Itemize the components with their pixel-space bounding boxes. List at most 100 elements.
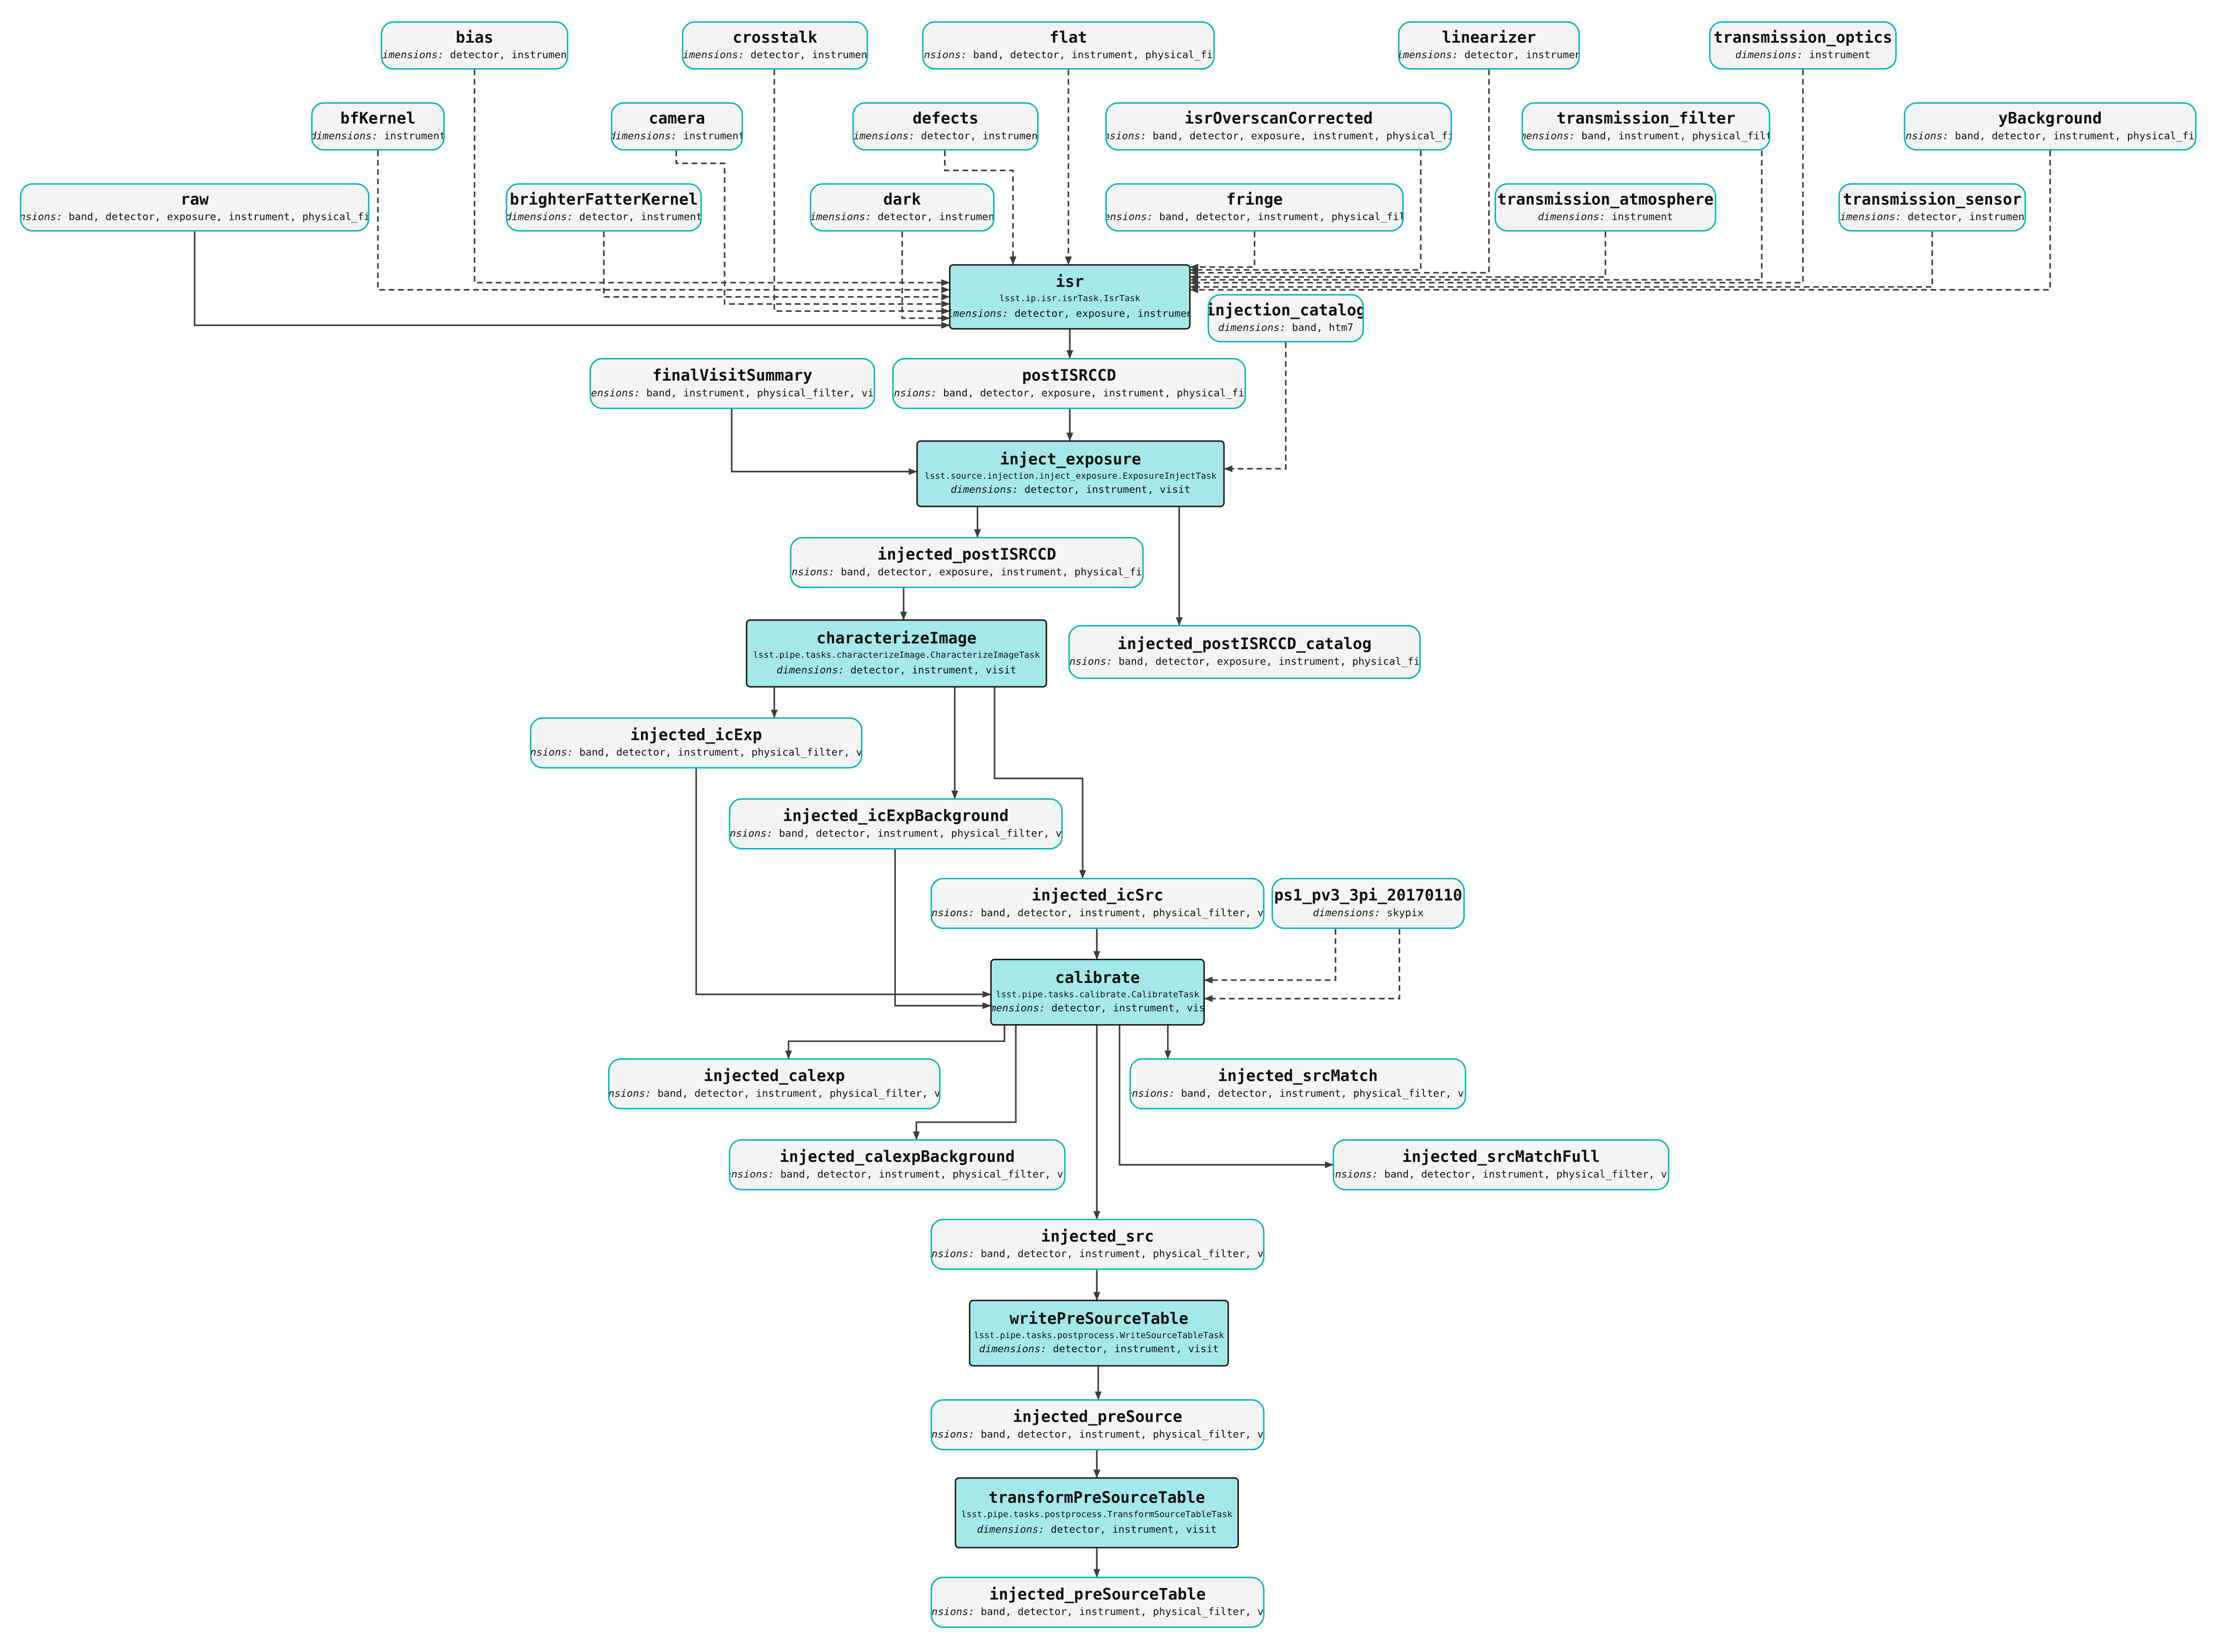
node-transformPreSourceTable: transformPreSourceTable lsst.pipe.tasks.p… <box>954 1477 1239 1548</box>
node-dimensions: dimensions: band, detector, instrument, … <box>931 906 1265 919</box>
edge-characterizeImage-to-injected_icSrc <box>994 687 1086 879</box>
node-dimensions: dimensions: band, detector, exposure, in… <box>791 565 1144 578</box>
node-dimensions: dimensions: detector, exposure, instrume… <box>950 306 1191 319</box>
node-dimensions: dimensions: band, detector, instrument, … <box>1131 1086 1466 1099</box>
edge-ps1_pv3_3pi_20170110-to-calibrate <box>1204 929 1337 984</box>
node-title: injected_postISRCCD <box>877 545 1056 564</box>
edge-camera-to-isr <box>675 150 950 308</box>
node-dimensions: dimensions: instrument <box>311 129 445 142</box>
edge-finalVisitSummary-to-inject_exposure <box>731 409 918 475</box>
node-dimensions: dimensions: detector, instrument <box>1838 210 2026 223</box>
node-task-class: lsst.pipe.tasks.postprocess.WriteSourceT… <box>974 1330 1224 1340</box>
edge-transmission_optics-to-isr <box>1189 69 1804 286</box>
node-injected_src: injected_srcdimensions: band, detector, … <box>930 1219 1265 1270</box>
node-isrOverscanCorrected: isrOverscanCorrecteddimensions: band, de… <box>1105 102 1452 151</box>
edge-injected_icExpBackground-to-calibrate <box>894 849 991 1009</box>
node-title: raw <box>180 190 209 208</box>
node-title: camera <box>649 109 706 128</box>
node-dimensions: dimensions: band, detector, instrument, … <box>1107 210 1404 223</box>
node-title: inject_exposure <box>1000 449 1141 468</box>
node-dimensions: dimensions: detector, instrument, visit <box>979 1342 1219 1355</box>
node-title: injected_srcMatchFull <box>1402 1147 1600 1166</box>
node-title: injected_calexp <box>704 1066 845 1085</box>
node-injected_icSrc: injected_icSrcdimensions: band, detector… <box>930 878 1265 929</box>
node-title: injected_preSource <box>1013 1407 1183 1426</box>
node-dimensions: dimensions: band, detector, instrument, … <box>730 826 1063 839</box>
edge-bfKernel-to-isr <box>377 150 950 293</box>
node-title: brighterFatterKernel <box>509 190 698 208</box>
node-raw: raw dimensions: band, detector, exposure,… <box>20 183 370 232</box>
node-title: defects <box>912 109 979 128</box>
node-injected_calexpBackground: injected_calexpBackgrounddimensions: ban… <box>729 1139 1066 1191</box>
node-title: injected_preSourceTable <box>989 1585 1206 1603</box>
node-dimensions: dimensions: detector, instrument <box>810 210 995 223</box>
node-title: linearizer <box>1442 28 1536 47</box>
node-dimensions: dimensions: band, detector, instrument, … <box>530 745 863 759</box>
edge-calibrate-to-injected_calexpBackground <box>913 1025 1017 1140</box>
edge-bias-to-isr <box>473 69 950 286</box>
edge-crosstalk-to-isr <box>773 69 950 315</box>
edge-raw-to-isr <box>194 231 950 329</box>
node-writePreSourceTable: writePreSourceTable lsst.pipe.tasks.postp… <box>969 1300 1229 1367</box>
node-dimensions: dimensions: detector, instrument <box>1399 48 1580 61</box>
node-inject_exposure: inject_exposure lsst.source.injection.inj… <box>916 440 1225 507</box>
node-injected_icExp: injected_icExpdimensions: band, detector… <box>530 717 863 769</box>
node-dimensions: dimensions: detector, instrument, visit <box>950 483 1191 496</box>
node-title: injected_calexpBackground <box>779 1147 1015 1166</box>
edge-transmission_filter-to-isr <box>1189 150 1763 283</box>
node-postISRCCD: postISRCCDdimensions: band, detector, ex… <box>892 358 1246 409</box>
node-title: injected_icExp <box>630 725 762 744</box>
node-injected_preSourceTable: injected_preSourceTable dimensions: band,… <box>930 1577 1265 1628</box>
node-title: injected_postISRCCD_catalog <box>1117 635 1372 653</box>
node-title: yBackground <box>1998 109 2102 128</box>
node-title: writePreSourceTable <box>1009 1309 1188 1328</box>
node-flat: flatdimensions: band, detector, instrume… <box>922 21 1215 70</box>
node-task-class: lsst.source.injection.inject_exposure.Ex… <box>925 471 1217 481</box>
node-dimensions: dimensions: detector, instrument, visit <box>977 1522 1217 1535</box>
node-title: isrOverscanCorrected <box>1184 109 1373 128</box>
node-title: isr <box>1055 273 1084 292</box>
node-title: injected_srcMatch <box>1218 1066 1378 1085</box>
node-task-class: lsst.pipe.tasks.postprocess.TransformSou… <box>961 1510 1233 1520</box>
node-dimensions: dimensions: band, detector, instrument, … <box>931 1605 1265 1618</box>
node-title: dark <box>883 190 921 208</box>
node-dimensions: dimensions: band, detector, exposure, in… <box>1069 654 1421 668</box>
node-dimensions: dimensions: band, detector, instrument, … <box>931 1427 1265 1440</box>
node-dimensions: dimensions: instrument <box>1537 210 1673 223</box>
node-dimensions: dimensions: band, htm7 <box>1218 320 1354 334</box>
node-dimensions: dimensions: band, detector, instrument, … <box>924 48 1215 61</box>
edge-fringe-to-isr <box>1189 231 1256 271</box>
node-injected_postISRCCD: injected_postISRCCDdimensions: band, det… <box>790 537 1144 588</box>
node-title: transformPreSourceTable <box>989 1488 1205 1508</box>
node-dimensions: dimensions: instrument <box>1735 48 1871 61</box>
edge-ps1_pv3_3pi_20170110-to-calibrate <box>1204 929 1401 1002</box>
node-title: injected_src <box>1041 1227 1154 1245</box>
node-title: postISRCCD <box>1022 366 1116 385</box>
node-dark: dark dimensions: detector, instrument <box>810 183 995 232</box>
edge-defects-to-isr <box>944 150 1017 265</box>
node-title: transmission_atmosphere <box>1497 190 1714 208</box>
node-title: injected_icSrc <box>1031 886 1163 905</box>
edge-calibrate-to-injected_srcMatchFull <box>1118 1025 1334 1168</box>
node-fringe: fringedimensions: band, detector, instru… <box>1105 183 1404 232</box>
edge-linearizer-to-isr <box>1189 69 1490 277</box>
node-title: transmission_optics <box>1713 28 1893 47</box>
edge-transmission_atmosphere-to-isr <box>1189 231 1606 281</box>
node-dimensions: dimensions: band, detector, exposure, in… <box>20 210 370 223</box>
node-dimensions: dimensions: detector, instrument, visit <box>776 662 1017 676</box>
node-dimensions: dimensions: band, detector, instrument, … <box>730 1167 1066 1181</box>
